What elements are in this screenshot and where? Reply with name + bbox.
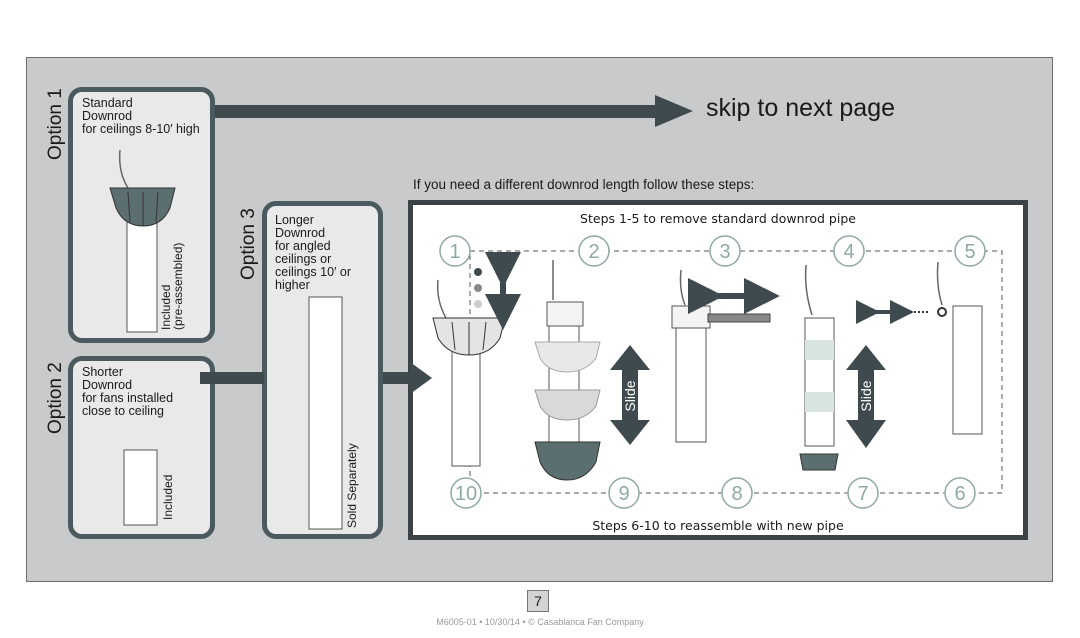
step-circle-4 — [833, 235, 865, 267]
step-circle-10 — [450, 477, 482, 509]
option-2-text: Shorter Downrod for fans installed close… — [82, 365, 174, 418]
step-number-2: 2 — [588, 241, 599, 263]
long-downrod-icon — [308, 296, 343, 530]
steps-bottom-heading: Steps 6-10 to reassemble with new pipe — [592, 518, 844, 533]
slide-label-2: Slide — [858, 380, 874, 411]
step-1-illustration — [432, 252, 521, 467]
step-4-illustration: Slide — [799, 264, 886, 471]
option-1-text: Standard Downrod for ceilings 8-10′ high — [82, 96, 200, 136]
option2-connector-arrow-icon — [200, 372, 264, 384]
step-circle-9 — [608, 477, 640, 509]
step-circle-6 — [944, 477, 976, 509]
step-number-8: 8 — [731, 483, 742, 505]
step-circle-8 — [721, 477, 753, 509]
intro-text: If you need a different downrod length f… — [413, 177, 755, 192]
step-number-7: 7 — [857, 483, 868, 505]
short-downrod-icon — [123, 449, 158, 526]
step-number-6: 6 — [954, 483, 965, 505]
step-number-9: 9 — [618, 483, 629, 505]
footer-text: M6005-01 • 10/30/14 • © Casablanca Fan C… — [436, 617, 644, 627]
step-circle-7 — [847, 477, 879, 509]
step-5-illustration — [856, 261, 983, 435]
option3-arrow-icon — [383, 362, 432, 394]
step-number-labels: 1 2 3 4 5 10 9 8 7 6 — [449, 241, 975, 505]
step-circle-2 — [578, 235, 610, 267]
step-circle-5 — [954, 235, 986, 267]
option-3-text: Longer Downrod for angled ceilings or ce… — [275, 213, 351, 292]
step-circles — [439, 235, 986, 509]
step-2-illustration: Slide — [534, 260, 650, 481]
page-number: 7 — [527, 590, 549, 612]
step-number-3: 3 — [719, 241, 730, 263]
step-circle-1 — [439, 235, 471, 267]
skip-arrow-icon — [215, 95, 693, 127]
step-number-4: 4 — [843, 241, 854, 263]
step-number-10: 10 — [455, 483, 477, 505]
steps-top-heading: Steps 1-5 to remove standard downrod pip… — [580, 211, 856, 226]
step-circle-3 — [709, 235, 741, 267]
standard-downrod-icon — [109, 149, 176, 333]
skip-to-next-page-text: skip to next page — [706, 94, 896, 122]
step-number-1: 1 — [449, 241, 460, 263]
slide-label-1: Slide — [622, 380, 638, 411]
step-3-illustration — [671, 269, 780, 443]
step-number-5: 5 — [964, 241, 975, 263]
